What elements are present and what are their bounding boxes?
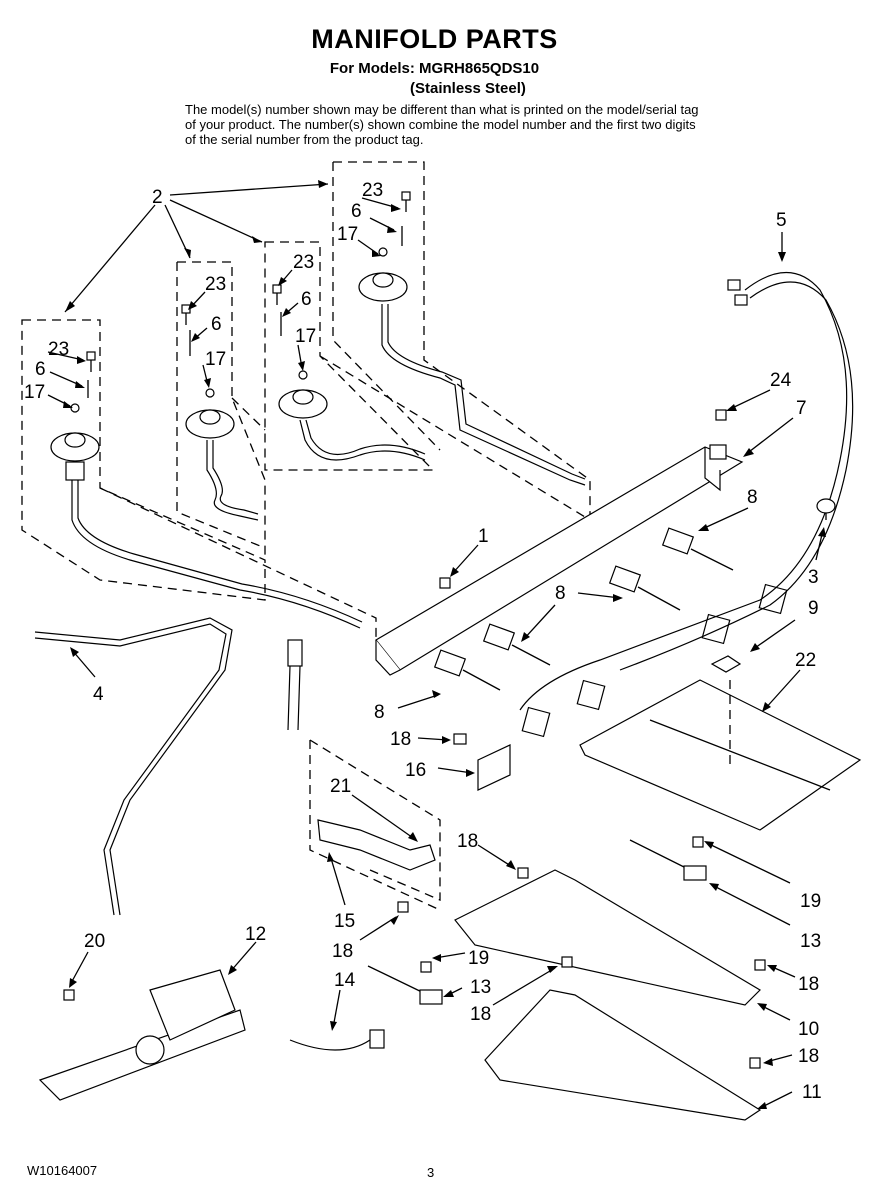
burner-base-center-left [185,409,259,521]
callout-8-lower: 8 [374,702,385,723]
callout-8-middle: 8 [555,583,566,604]
knob-part-3 [816,498,836,520]
callout-1: 1 [478,526,489,547]
igniter-switches [521,583,788,738]
misc-screws [63,409,766,1069]
screw-23-right [401,191,411,212]
callout-18-broil-right: 18 [798,1046,819,1067]
callout-9: 9 [808,598,819,619]
callout-15: 15 [334,911,355,932]
clip-part-9 [710,655,742,673]
callout-labels: 2 23 6 17 23 6 17 23 6 17 23 6 17 5 24 7… [24,180,822,1103]
screw-23-cr [272,284,282,305]
burner-valves [433,527,734,691]
bracket-16 [477,744,511,791]
callout-18-bracket: 18 [390,729,411,750]
burner-base-left [50,432,363,629]
bake-burner-10 [454,869,761,1006]
gas-tube-4 [34,617,233,916]
callout-16: 16 [405,760,426,781]
callout-6-center-right: 6 [301,289,312,310]
spring-17-cl [205,388,215,398]
valve-group-lines [99,355,591,640]
hose-14 [289,1029,385,1051]
callout-21: 21 [330,776,351,797]
callout-23-center-right: 23 [293,252,314,273]
callout-5: 5 [776,210,787,231]
callout-3: 3 [808,567,819,588]
callout-18-orifice: 18 [332,941,353,962]
callout-17-center-right: 17 [295,326,316,347]
callout-4: 4 [93,684,104,705]
spring-17-cr [298,370,308,380]
callout-24: 24 [770,370,792,391]
igniter-13-upper [629,839,707,881]
screw-23-left [86,351,96,372]
callout-12: 12 [245,924,266,945]
valve-1 [433,649,501,691]
spring-17-right [378,247,388,257]
callout-2: 2 [152,187,163,208]
callout-23-right: 23 [362,180,383,201]
callout-6-center-left: 6 [211,314,222,335]
wire-harness [519,271,854,711]
callout-8-upper: 8 [747,487,758,508]
page-title: MANIFOLD PARTS [311,24,558,54]
callout-23-center-left: 23 [205,274,226,295]
models-line: For Models: MGRH865QDS10 [329,60,540,77]
burner-group-right [332,161,591,520]
callout-20: 20 [84,931,105,952]
regulator-12 [38,969,246,1101]
callout-23-left: 23 [48,339,69,360]
callout-17-center-left: 17 [205,349,226,370]
screws-and-electrodes [70,191,411,413]
page-number: 3 [427,1165,435,1180]
valve-3 [608,565,681,611]
igniter-13-lower [367,965,443,1005]
broil-burner-11 [484,989,762,1121]
burner-base-center-right [278,389,426,461]
burner-group-left [21,319,266,601]
callout-6-left: 6 [35,359,46,380]
valve-2 [482,623,551,666]
callout-17-left: 17 [24,382,45,403]
callout-22: 22 [795,650,816,671]
document-number: W10164007 [27,1163,98,1178]
callout-18-broil: 18 [470,1004,491,1025]
callout-18-bake: 18 [457,831,478,852]
model-number-note: The model(s) number shown may be differe… [185,102,699,147]
heat-shield-22 [579,679,862,831]
callout-13-lower: 13 [470,977,491,998]
callout-13-upper: 13 [800,931,821,952]
orifice-group-21 [309,739,441,911]
callout-19-upper: 19 [800,891,821,912]
callout-7: 7 [796,398,807,419]
callout-17-right: 17 [337,224,358,245]
callout-18-bake-right: 18 [798,974,819,995]
screw-18-bracket [453,733,467,745]
callout-14: 14 [334,970,356,991]
callout-leaders [47,197,826,1109]
burner-group-center-left [176,261,266,560]
callout-11: 11 [802,1082,822,1103]
finish-line: (Stainless Steel) [410,80,526,97]
supply-tube [287,639,303,731]
burner-group-center-right [264,241,435,471]
callout-10: 10 [798,1019,819,1040]
manifold-pipe [375,444,744,676]
valve-4 [661,527,734,571]
callout-6-right: 6 [351,201,362,222]
callout-2-leaders [64,180,329,313]
callout-19-lower: 19 [468,948,489,969]
burner-base-right [358,272,586,486]
